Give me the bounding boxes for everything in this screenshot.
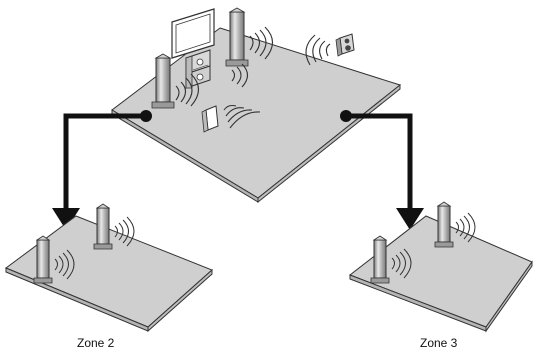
sound-wave-icon xyxy=(231,63,249,88)
arrow-down-icon xyxy=(396,208,424,230)
tower-speaker-icon xyxy=(93,203,113,250)
sound-wave-icon xyxy=(54,249,75,280)
tower-speaker-icon xyxy=(33,235,53,284)
sound-wave-icon xyxy=(455,212,476,243)
sound-wave-icon xyxy=(305,34,331,66)
tower-speaker-icon xyxy=(434,201,454,248)
main-room-floor xyxy=(111,27,402,199)
tower-speaker-icon xyxy=(151,53,175,109)
zone2-arrow xyxy=(52,113,146,230)
main-room xyxy=(111,7,402,204)
sound-wave-icon xyxy=(391,248,412,279)
sound-wave-icon xyxy=(114,216,135,247)
sound-wave-icon xyxy=(175,73,200,107)
tv-icon xyxy=(171,8,215,59)
zone2-room xyxy=(4,203,213,333)
zone3-room xyxy=(348,201,533,333)
arrow-down-icon xyxy=(52,208,80,230)
zone3-label: Zone 3 xyxy=(420,336,458,350)
wall-speaker-icon xyxy=(201,105,219,133)
zone3-arrow xyxy=(346,113,424,230)
zone2-label: Zone 2 xyxy=(77,336,115,350)
sound-wave-icon xyxy=(223,104,261,129)
sound-wave-icon xyxy=(249,26,274,60)
tower-speaker-icon xyxy=(370,235,390,284)
bookshelf-speaker-icon xyxy=(335,33,355,57)
